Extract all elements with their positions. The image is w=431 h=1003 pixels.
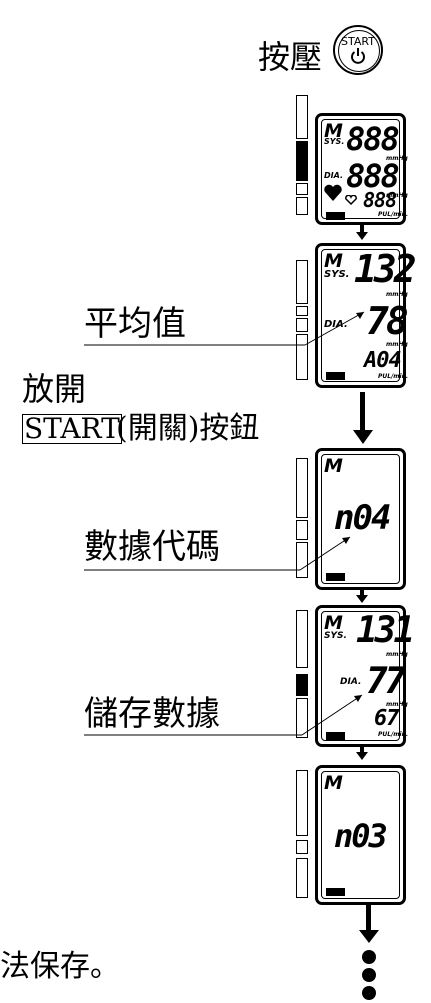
sys-value: 888 bbox=[346, 120, 400, 158]
unit-pulse: PUL/min. bbox=[378, 731, 409, 738]
lcd-screen-4: M SYS. 131 mmHg DIA. 77 mmHg 67 PUL/min. bbox=[315, 605, 415, 747]
unit-mmhg: mmHg bbox=[386, 651, 408, 658]
sys-label: SYS. bbox=[324, 631, 347, 641]
lcd-screen-5: M n03 bbox=[315, 765, 406, 905]
memory-indicator: M bbox=[324, 120, 343, 142]
stored-data-label: 儲存數據 bbox=[84, 694, 220, 734]
battery-icon bbox=[326, 212, 345, 220]
unit-mmhg: mmHg bbox=[386, 291, 408, 298]
indicator-strip-3 bbox=[296, 458, 308, 578]
memory-indicator: M bbox=[324, 612, 343, 634]
pulse-value: 888 bbox=[363, 188, 397, 212]
dia-label: DIA. bbox=[340, 677, 362, 687]
release-start-box: START bbox=[22, 414, 122, 444]
battery-icon bbox=[326, 573, 345, 581]
power-icon bbox=[351, 48, 365, 64]
dia-label: DIA. bbox=[324, 171, 343, 180]
indicator-strip-2 bbox=[296, 260, 308, 380]
sys-value: 131 bbox=[356, 610, 415, 651]
unit-mmhg: mmHg bbox=[386, 701, 408, 708]
press-label: 按壓 bbox=[258, 38, 323, 76]
unit-mmhg: mmHg bbox=[386, 155, 408, 162]
dia-label: DIA. bbox=[324, 319, 348, 330]
start-button-label: START bbox=[341, 35, 375, 48]
down-arrow-icon bbox=[353, 430, 373, 444]
indicator-strip-4 bbox=[296, 610, 308, 738]
continuation-dot bbox=[362, 968, 376, 982]
dia-value: 78 bbox=[366, 299, 409, 343]
unit-mmhg: mmHg bbox=[386, 192, 408, 199]
indicator-strip-1 bbox=[296, 95, 308, 215]
indicator-strip-5 bbox=[296, 770, 308, 898]
battery-icon bbox=[326, 732, 345, 740]
pulse-value: A04 bbox=[364, 348, 402, 373]
memory-indicator: M bbox=[324, 250, 343, 272]
start-button[interactable]: START bbox=[333, 25, 383, 75]
unit-mmhg: mmHg bbox=[386, 341, 408, 348]
continuation-dot bbox=[362, 950, 376, 964]
memory-indicator: M bbox=[324, 772, 343, 794]
unit-pulse: PUL/min. bbox=[378, 373, 409, 380]
release-start-text: START bbox=[24, 412, 120, 445]
lcd-screen-3: M n04 bbox=[315, 448, 406, 590]
sys-label: SYS. bbox=[324, 269, 350, 280]
battery-icon bbox=[326, 372, 345, 380]
sys-label: SYS. bbox=[324, 137, 345, 146]
unit-pulse: PUL/min. bbox=[378, 211, 409, 218]
irregular-heartbeat-icon bbox=[345, 195, 357, 205]
dia-value: 77 bbox=[366, 661, 406, 702]
average-label: 平均值 bbox=[84, 304, 186, 344]
continuation-dot bbox=[362, 986, 376, 1000]
battery-icon bbox=[326, 888, 345, 896]
memory-indicator: M bbox=[324, 455, 343, 477]
pulse-value: 67 bbox=[374, 706, 399, 731]
data-code-value: n03 bbox=[334, 817, 388, 855]
data-code-value: n04 bbox=[334, 498, 391, 538]
release-button-label: (開關)按鈕 bbox=[116, 411, 260, 446]
sys-value: 132 bbox=[354, 247, 417, 291]
release-label: 放開 bbox=[22, 370, 87, 408]
footer-text: 法保存。 bbox=[0, 949, 120, 984]
data-code-label: 數據代碼 bbox=[84, 527, 220, 567]
lcd-screen-1: M SYS. 888 mmHg DIA. 888 mmHg 888 PUL/mi… bbox=[315, 113, 409, 225]
heart-icon bbox=[324, 184, 342, 201]
dia-value: 888 bbox=[346, 157, 400, 195]
down-arrow-icon bbox=[359, 930, 379, 943]
